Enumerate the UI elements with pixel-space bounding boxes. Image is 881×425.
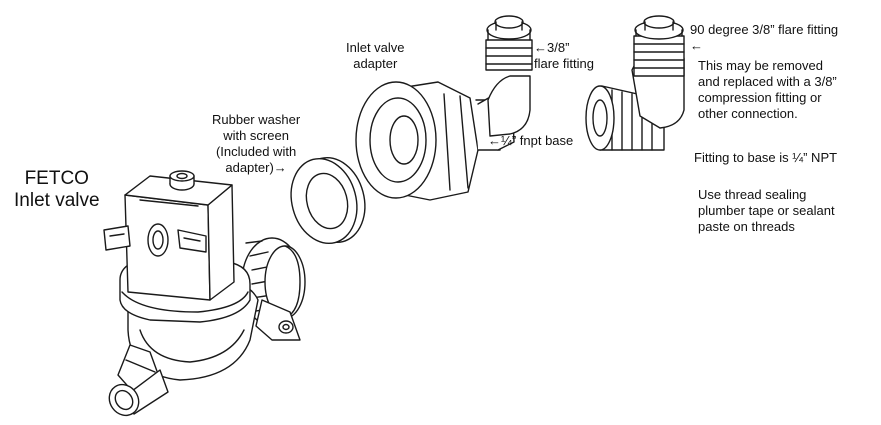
thread-sealing-note: Use thread sealing plumber tape or seala… [698,187,835,235]
valve-bracket [255,299,301,341]
adapter-label-line-1: Inlet valve [346,40,405,55]
washer-label-line-3: (Included with [215,144,297,159]
flare-fitting-label: ←3/8” flare fitting [534,40,594,72]
flare-label-line-1: ←3/8” [534,40,570,55]
adapter-label: Inlet valve adapter [346,40,405,72]
seal-line-2: plumber tape or sealant [698,203,835,218]
adapter-elbow-illustration [485,15,533,137]
fetco-title: FETCO [24,168,89,189]
elbow-label-arrow: ← [690,38,703,53]
flare-label-line-2: flare fitting [534,56,594,71]
inlet-valve-illustration [103,170,306,417]
note-line-2: and replaced with a 3/8” [698,74,837,89]
note-line-3: compression fitting or [698,90,822,105]
rubber-washer-illustration [290,156,366,245]
washer-label-line-1: Rubber washer [212,112,301,127]
washer-label-line-4: adapter)→ [225,160,287,175]
elbow-label-line-1: 90 degree 3/8” flare fitting [690,22,839,37]
elbow-fitting-label: 90 degree 3/8” flare fitting ← [690,22,838,54]
flare-fitting-illustration [585,15,685,151]
valve-outlet-barb [108,344,169,417]
adapter-label-line-2: adapter [353,56,398,71]
washer-label-line-2: with screen [223,128,289,143]
seal-line-1: Use thread sealing [698,187,807,202]
rubber-washer-label: Rubber washer with screen (Included with… [212,112,300,176]
seal-line-3: paste on threads [698,219,795,234]
valve-solenoid [103,170,235,301]
npt-note: Fitting to base is ¼” NPT [694,150,838,165]
fnpt-base-label: ←¼” fnpt base [488,133,574,148]
fetco-valve-label: FETCO Inlet valve [14,168,100,212]
fetco-subtitle: Inlet valve [14,190,100,211]
adapter-illustration [355,81,515,201]
note-line-4: other connection. [698,106,798,121]
replacement-note: This may be removed and replaced with a … [698,58,837,122]
note-line-1: This may be removed [698,58,823,73]
